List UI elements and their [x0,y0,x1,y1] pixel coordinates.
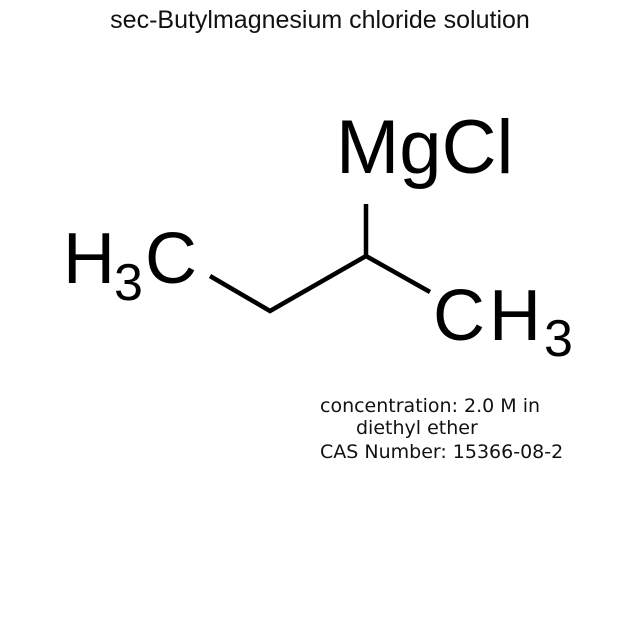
left-methyl-label: H 3 C [63,219,197,312]
right-methyl-label: C H 3 [433,276,573,368]
compound-title: sec-Butylmagnesium chloride solution [110,6,530,34]
subscript-3: 3 [544,310,573,368]
carbon-label: C [433,276,485,356]
carbon-chain-bonds [208,253,432,314]
cas-number: CAS Number: 15366-08-2 [320,441,564,463]
concentration-line-1: concentration: 2.0 M in [320,395,541,417]
carbon-label: C [145,219,197,299]
concentration-line-2: diethyl ether [356,417,478,439]
hydrogen-label: H [489,276,541,356]
subscript-3: 3 [114,254,143,312]
mgcl-label: MgCl [336,105,513,190]
hydrogen-label: H [63,219,115,299]
